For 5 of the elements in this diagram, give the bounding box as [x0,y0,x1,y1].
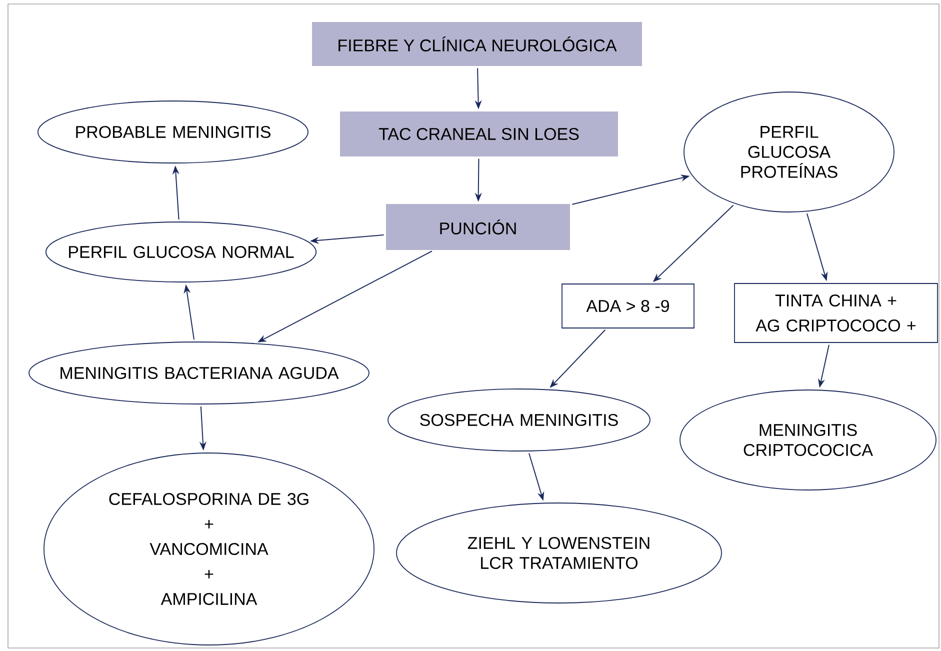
result-box: ADA > 8 -9 [562,284,694,328]
process-box: FIEBRE Y CLÍNICA NEUROLÓGICA [312,22,642,66]
process-box: TAC CRANEAL SIN LOES [340,112,618,156]
result-box: TINTA CHINA + AG CRIPTOCOCO + [734,283,938,343]
process-box: PUNCIÓN [386,204,570,250]
